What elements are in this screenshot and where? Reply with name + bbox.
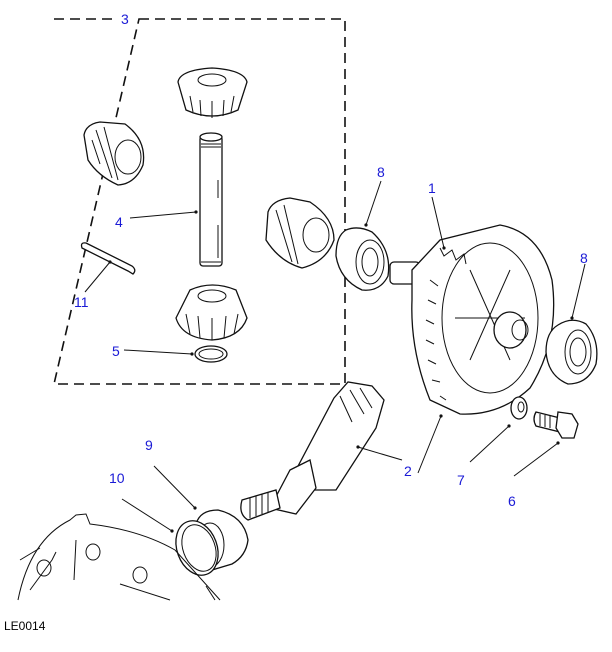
callout-4: 4: [115, 214, 123, 230]
differential-assembly: [389, 224, 555, 415]
callout-5: 5: [112, 343, 120, 359]
circlip: [194, 345, 228, 363]
leader-2: [357, 446, 403, 461]
leader-9: [153, 465, 196, 509]
diagram-reference-code: LE0014: [4, 619, 46, 633]
kit-boundary: [52, 18, 346, 385]
planet-gear-left: [83, 121, 145, 186]
leader-7: [469, 425, 510, 463]
leader-6: [513, 442, 559, 477]
cross-shaft: [199, 132, 223, 267]
bearing-right: [545, 319, 598, 385]
planet-gear-right: [265, 197, 335, 269]
leader-4: [129, 211, 197, 219]
leader-2b: [417, 415, 442, 474]
pinion-shaft: [240, 381, 385, 521]
callout-8-left: 8: [377, 164, 385, 180]
leader-10: [121, 498, 173, 532]
axle-housing: [17, 513, 221, 601]
callout-7: 7: [457, 472, 465, 488]
callout-6: 6: [508, 493, 516, 509]
leader-1: [431, 196, 445, 249]
bearing-left: [335, 227, 390, 291]
callout-9: 9: [145, 437, 153, 453]
leader-8-left: [365, 180, 382, 226]
callout-2: 2: [404, 463, 412, 479]
callout-1: 1: [428, 180, 436, 196]
callout-3: 3: [121, 11, 129, 27]
shim: [175, 520, 219, 576]
callout-8-right: 8: [580, 250, 588, 266]
leader-11: [84, 261, 111, 293]
callouts: 3 1 2 4 5 6 7 8 8 9 10 11: [74, 11, 588, 509]
side-gear-bottom: [175, 284, 248, 341]
callout-10: 10: [109, 470, 125, 486]
washer: [510, 396, 528, 420]
leader-lines: [84, 180, 586, 533]
callout-11: 11: [74, 294, 89, 310]
bolt: [533, 411, 579, 439]
side-gear-top: [177, 67, 248, 118]
leader-5: [123, 349, 193, 355]
leader-8-right: [571, 263, 586, 319]
roll-pin: [80, 242, 136, 275]
